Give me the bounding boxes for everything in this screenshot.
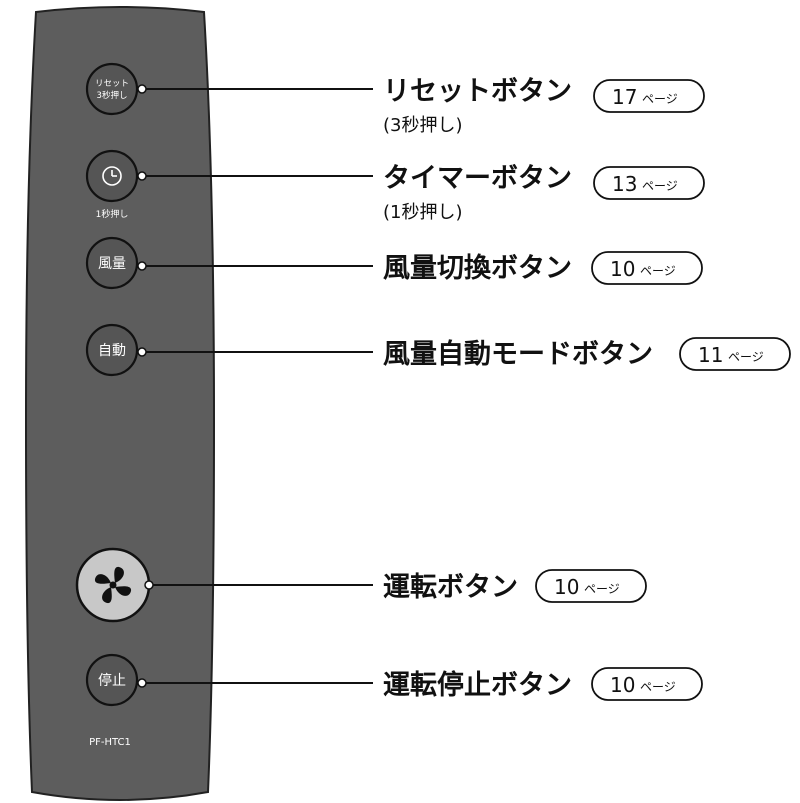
reset-button[interactable]: リセット 3秒押し <box>85 62 139 116</box>
run-callout-title: 運転ボタン <box>383 572 518 603</box>
timer-connector-dot <box>137 171 147 181</box>
timer-callout-sub: (1秒押し) <box>383 202 463 223</box>
auto-mode-button[interactable]: 自動 <box>85 323 139 377</box>
fan-speed-page-unit: ページ <box>640 264 676 278</box>
stop-page-unit: ページ <box>640 680 676 694</box>
reset-callout-sub: (3秒押し) <box>383 115 463 136</box>
reset-callout-title: リセットボタン <box>383 76 572 107</box>
run-page-ref: 10 ページ <box>535 569 647 603</box>
fan-speed-connector-dot <box>137 261 147 271</box>
fan-speed-page-ref: 10 ページ <box>591 251 703 285</box>
timer-button[interactable] <box>85 149 139 203</box>
fan-speed-button[interactable]: 風量 <box>85 236 139 290</box>
reset-face-line1: リセット <box>95 79 129 89</box>
fan-icon <box>94 566 132 604</box>
timer-page-ref: 13 ページ <box>593 166 705 200</box>
stop-page-number: 10 <box>610 673 635 697</box>
timer-page-number: 13 <box>612 172 637 196</box>
stop-button[interactable]: 停止 <box>85 653 139 707</box>
reset-page-unit: ページ <box>642 92 678 106</box>
auto-face: 自動 <box>98 343 126 359</box>
timer-callout-title: タイマーボタン <box>383 163 572 194</box>
model-name: PF-HTC1 <box>89 737 131 748</box>
timer-sub-label: 1秒押し <box>96 208 129 220</box>
fan-speed-callout-title: 風量切換ボタン <box>383 253 572 284</box>
auto-callout-title: 風量自動モードボタン <box>383 338 653 370</box>
auto-page-ref: 11 ページ <box>679 337 791 371</box>
reset-page-number: 17 <box>612 85 637 109</box>
run-page-unit: ページ <box>584 582 620 596</box>
auto-connector-dot <box>137 347 147 357</box>
remote-body <box>24 6 216 801</box>
stop-callout-title: 運転停止ボタン <box>383 669 572 701</box>
auto-page-number: 11 <box>698 343 723 367</box>
run-page-number: 10 <box>554 575 579 599</box>
stop-face: 停止 <box>98 672 126 689</box>
clock-icon <box>102 166 122 186</box>
fan-speed-page-number: 10 <box>610 257 635 281</box>
fan-speed-face: 風量 <box>98 256 126 272</box>
run-button[interactable] <box>75 547 151 623</box>
timer-page-unit: ページ <box>642 179 678 193</box>
stop-page-ref: 10 ページ <box>591 667 703 701</box>
run-connector-dot <box>144 580 154 590</box>
reset-connector-dot <box>137 84 147 94</box>
reset-page-ref: 17 ページ <box>593 79 705 113</box>
reset-face-line2: 3秒押し <box>97 90 128 101</box>
auto-page-unit: ページ <box>728 350 764 364</box>
stop-connector-dot <box>137 678 147 688</box>
